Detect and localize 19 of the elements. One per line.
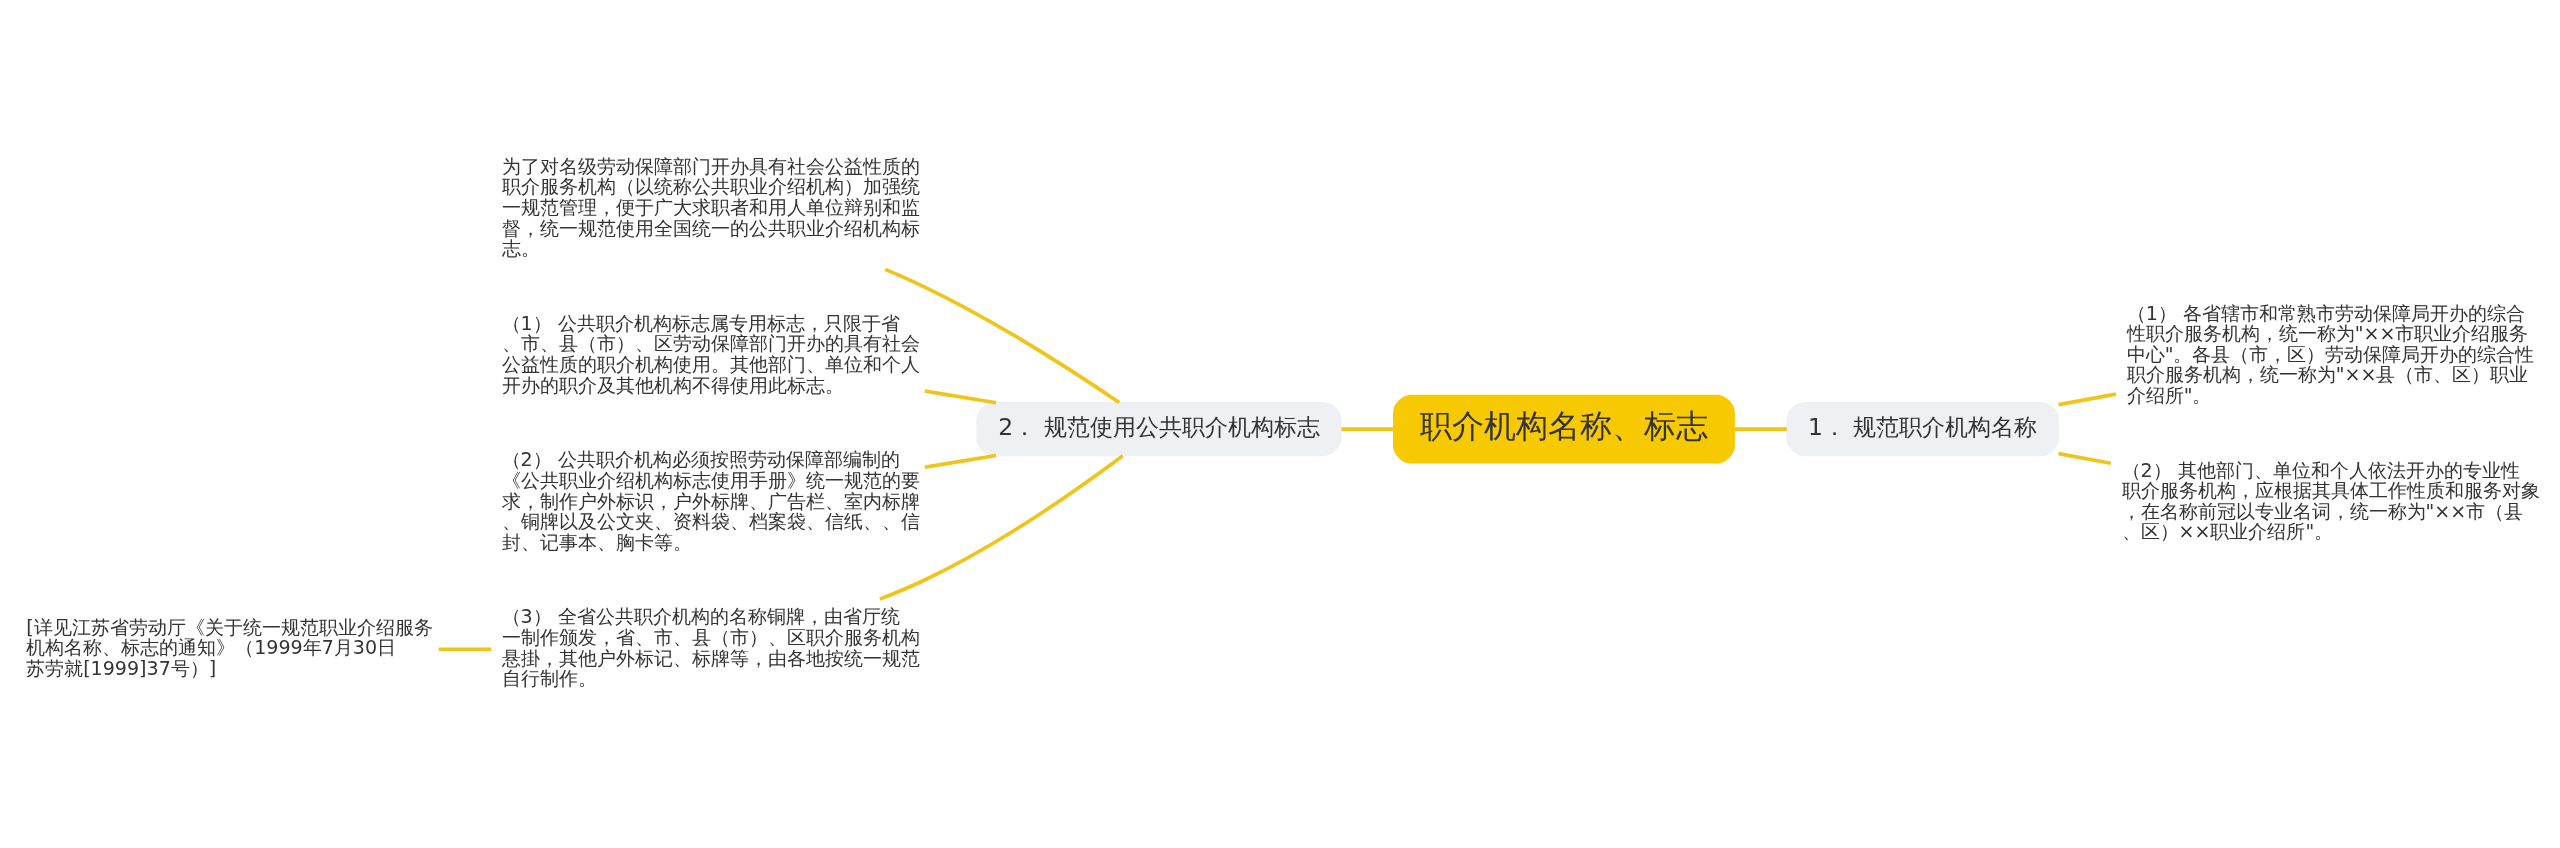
connector — [2058, 392, 2117, 407]
connector — [879, 454, 1124, 601]
connector — [884, 267, 1121, 404]
node-text: （1） 各省辖市和常熟市劳动保障局开办的综合性职介服务机构，统一称为"××市职业介绍服务中心"。各县（市，区）劳动保障局开办的综合性职介服务机构，统一称为"××县（市、区）职业介绍所"。 — [2126, 301, 2535, 406]
node-box: 职介机构名称、标志 — [1393, 394, 1735, 464]
connector — [1734, 427, 1787, 431]
node-text: （3） 全省公共职介机构的名称铜牌，由省厅统一制作颁发，省、市、县（市）、区职介服务机构悬掛，其他户外标记、标牌等，由各地按统一规范自行制作。 — [501, 605, 920, 690]
node-text: 为了对名级劳动保障部门开办具有社会公益性质的职介服务机构（以统称公共职业介绍机构）加强统一规范管理，便于广大求职者和用人单位辩别和监督，统一规范使用全国统一的公共职业介绍机构标志。 — [501, 154, 920, 260]
node-text: [详见江苏省劳动厅《关于统一规范职业介绍服务机构名称、标志的通知》（1999年7月30日苏劳就[1999]37号）] — [26, 615, 433, 679]
connector — [2058, 451, 2112, 465]
node-text: （2） 公共职介机构必须按照劳动保障部编制的《公共职业介绍机构标志使用手册》统一规范的要求，制作户外标识，户外标牌、广告栏、室内标牌、铜牌以及公文夹、资料袋、档案袋、信纸、、信封、记事本、胸卡等。 — [501, 448, 920, 553]
node-text: （1） 公共职介机构标志属专用标志，只限于省、市、县（市）、区劳动保障部门开办的具有社会公益性质的职介机构使用。其他部门、单位和个人开办的职介及其他机构不得使用此标志。 — [501, 311, 920, 396]
node-text: （2） 其他部门、单位和个人依法开办的专业性职介服务机构，应根据其具体工作性质和服务对象，在名称前冠以专业名词，统一称为"××市（县、区）××职业介绍所"。 — [2121, 458, 2540, 543]
node-box: 1． 规范职介机构名称 — [1786, 402, 2060, 457]
connector — [924, 389, 997, 405]
connector — [1341, 427, 1394, 431]
connector — [438, 647, 492, 652]
connector — [924, 453, 997, 470]
node-box: 2． 规范使用公共职介机构标志 — [976, 402, 1342, 457]
